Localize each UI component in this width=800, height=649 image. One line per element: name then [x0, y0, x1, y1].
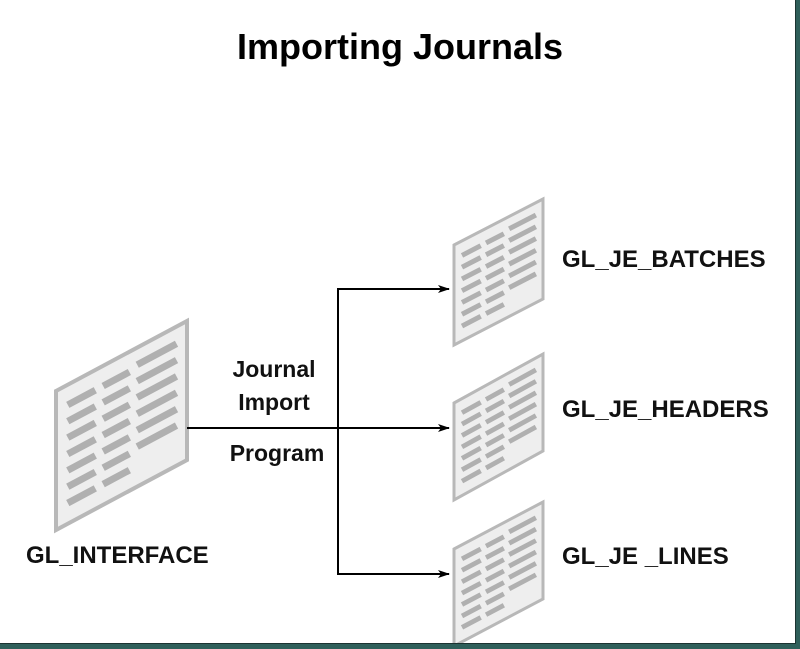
table-icon-row	[508, 212, 538, 232]
table-icon-row	[484, 398, 505, 413]
table-icon-row	[460, 603, 482, 619]
table-icon-row	[508, 413, 538, 433]
table-icon-row	[508, 259, 538, 279]
table-icon-row	[101, 467, 131, 488]
page-title: Importing Journals	[236, 26, 564, 67]
table-icon-row	[460, 400, 482, 415]
table-icon-row	[484, 231, 505, 246]
table-icon-row	[460, 546, 482, 561]
table-icon-row	[460, 445, 482, 461]
table-icon-row	[508, 390, 538, 410]
table-icon-row	[484, 546, 505, 560]
table-icon-row	[101, 401, 131, 422]
table-icon-row	[460, 423, 482, 438]
table-icon-row	[508, 515, 537, 534]
table-icon-row	[460, 278, 482, 293]
table-icon-row	[460, 592, 482, 607]
table-icon-row	[508, 572, 537, 592]
process-label-line-2: Import	[238, 389, 310, 415]
source-table-label: GL_INTERFACE	[26, 542, 209, 569]
table-icon-row	[460, 569, 482, 584]
table-icon-row	[460, 267, 482, 282]
table-icon-row	[460, 581, 482, 596]
table-icon-row	[484, 534, 505, 549]
table-icon-row	[460, 255, 482, 270]
table-icon-row	[66, 436, 97, 458]
table-icon-row	[508, 549, 537, 569]
table-icon-row	[484, 302, 505, 316]
process-label-line-1: Journal	[232, 356, 316, 382]
table-icon-row	[508, 224, 538, 243]
table-icon-row	[484, 433, 505, 448]
table-icon-row	[460, 302, 482, 317]
lines-table-icon	[452, 499, 545, 643]
table-icon-row	[66, 387, 97, 408]
table-icon-row	[135, 406, 179, 434]
process-label-line-3: Program	[229, 440, 325, 466]
table-icon-row	[508, 424, 538, 444]
table-icon-row	[484, 278, 505, 293]
table-icon-row	[101, 434, 131, 455]
table-icon-row	[460, 468, 482, 484]
table-icon-row	[484, 568, 505, 583]
table-icon-row	[484, 410, 505, 425]
table-icon-row	[460, 615, 482, 630]
target-table-label-lines: GL_JE _LINES	[562, 543, 729, 570]
batches-table-icon	[452, 196, 545, 348]
table-icon-row	[66, 468, 97, 490]
table-icon-row	[460, 434, 482, 450]
table-icon-row	[508, 236, 538, 255]
headers-table-icon	[452, 351, 545, 503]
table-icon-row	[101, 368, 131, 390]
table-icon-row	[135, 389, 179, 417]
table-icon-row	[66, 403, 97, 425]
table-icon-row	[508, 248, 538, 267]
source-table-icon	[54, 317, 189, 534]
table-icon-row	[508, 271, 538, 290]
target-table-label-headers: GL_JE_HEADERS	[562, 396, 769, 423]
table-icon-row	[101, 450, 131, 471]
table-icon-row	[484, 580, 505, 594]
table-icon-row	[508, 538, 537, 557]
table-icon-row	[484, 557, 505, 572]
table-icon-row	[484, 603, 505, 617]
target-table-label-batches: GL_JE_BATCHES	[562, 246, 766, 273]
table-icon-row	[484, 266, 505, 281]
table-icon-row	[508, 367, 538, 387]
table-icon-row	[135, 422, 179, 450]
table-icon-row	[135, 357, 179, 385]
table-icon-row	[66, 419, 97, 441]
table-icon-row	[460, 314, 482, 329]
table-icon-row	[484, 591, 505, 606]
table-icon-row	[66, 485, 97, 507]
table-icon-row	[135, 340, 179, 368]
table-icon-row	[101, 385, 131, 406]
table-icon-row	[460, 457, 482, 472]
table-icon-row	[484, 243, 505, 257]
table-icon-row	[460, 558, 482, 573]
table-icon-row	[460, 290, 482, 305]
table-icon-row	[484, 255, 505, 269]
table-icon-row	[508, 527, 537, 546]
table-icon-row	[508, 561, 537, 580]
table-icon-row	[484, 456, 505, 471]
table-icon-row	[508, 402, 538, 421]
table-icon-row	[135, 373, 179, 401]
table-icon-row	[484, 290, 505, 305]
table-icon-row	[460, 411, 482, 427]
table-icon-row	[66, 452, 97, 474]
table-icon-row	[508, 379, 538, 399]
table-icon-row	[484, 421, 505, 436]
table-icon-row	[460, 243, 482, 258]
table-icon-row	[101, 418, 131, 439]
table-icon-row	[484, 444, 505, 459]
table-icon-row	[484, 387, 505, 402]
